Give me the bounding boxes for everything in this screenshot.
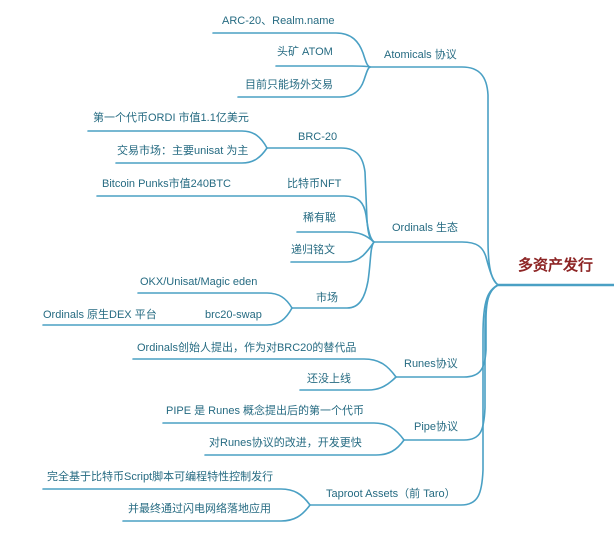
line-market [291,241,375,309]
line-lightning-network [122,504,311,522]
line-otc-only [237,66,371,98]
node-okx-unisat-magiceden[interactable]: OKX/Unisat/Magic eden [140,276,258,288]
node-atomicals-protocol[interactable]: Atomicals 协议 [384,49,457,61]
node-bitcoin-nft[interactable]: 比特币NFT [287,178,342,190]
line-headmine-atom [275,65,371,68]
line-runes-founder [132,358,397,378]
line-brc20swap-row [42,307,293,326]
branch-line-taproot [309,284,499,506]
node-rare-sats[interactable]: 稀有聪 [303,212,336,224]
node-bitcoin-punks[interactable]: Bitcoin Punks市值240BTC [102,178,231,190]
node-taproot-assets[interactable]: Taproot Assets（前 Taro） [326,488,456,500]
line-pipe-first-token [162,422,405,441]
node-script-programmable[interactable]: 完全基于比特币Script脚本可编程特性控制发行 [47,471,274,483]
node-brc20[interactable]: BRC-20 [298,131,338,143]
node-market[interactable]: 市场 [316,292,338,304]
node-ordinals-native-dex[interactable]: Ordinals 原生DEX 平台 [43,309,157,321]
branch-line-ordinals [373,241,499,286]
node-not-live[interactable]: 还没上线 [307,373,351,385]
line-arc20 [212,32,371,68]
line-not-live [299,376,397,391]
node-lightning-network[interactable]: 并最终通过闪电网络落地应用 [128,503,271,515]
line-rare-sats [296,231,375,243]
line-bitcoin-nft-row [96,195,375,243]
line-brc20 [266,147,375,243]
node-unisat-market[interactable]: 交易市场：主要unisat 为主 [117,145,249,157]
node-brc20-swap[interactable]: brc20-swap [205,309,262,321]
node-runes-founder[interactable]: Ordinals创始人提出，作为对BRC20的替代品 [137,342,357,354]
node-runes-protocol[interactable]: Runes协议 [404,358,458,370]
node-recursive-inscription[interactable]: 递归铭文 [291,244,335,256]
node-pipe-protocol[interactable]: Pipe协议 [414,421,459,433]
node-ordi-value[interactable]: 第一个代币ORDI 市值1.1亿美元 [93,112,249,124]
line-unisat-market [115,147,268,164]
line-ordi-value [87,130,268,149]
node-pipe-improvement[interactable]: 对Runes协议的改进，开发更快 [209,437,362,449]
node-arc20-realm[interactable]: ARC-20、Realm.name [222,15,335,27]
root-node-label[interactable]: 多资产发行 [518,257,594,274]
node-ordinals-ecosystem[interactable]: Ordinals 生态 [392,222,459,234]
node-headmine-atom[interactable]: 头矿 ATOM [277,46,333,58]
line-pipe-improvement [204,439,405,456]
branch-line-atomicals [369,66,499,286]
line-okx-unisat-magiceden [137,292,293,309]
node-pipe-first-token[interactable]: PIPE 是 Runes 概念提出后的第一个代币 [166,405,365,417]
node-otc-only[interactable]: 目前只能场外交易 [245,79,333,91]
line-script-programmable [42,488,311,506]
